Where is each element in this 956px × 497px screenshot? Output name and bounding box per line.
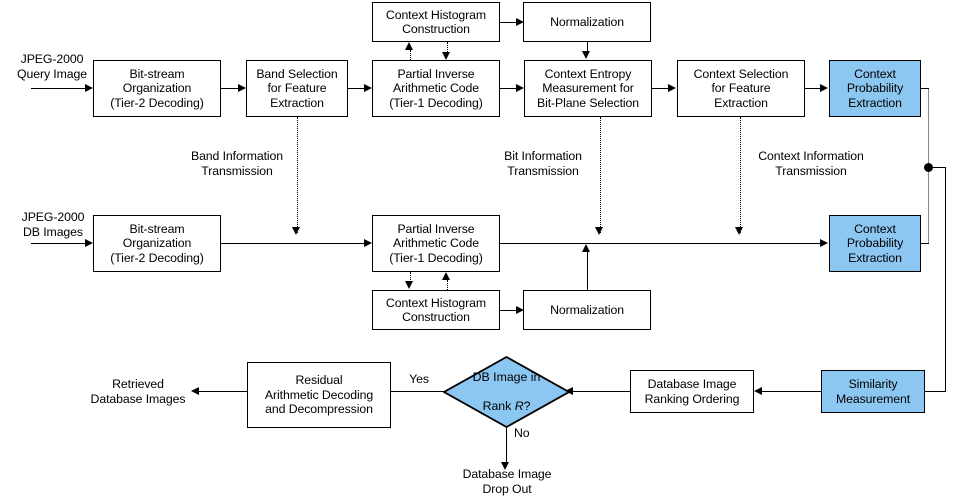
arrow-line-entropy-to-selection — [652, 88, 669, 89]
line-probability-top-to-bus — [921, 88, 929, 89]
arrow-line-residual-to-retrieved — [199, 391, 247, 392]
arrow-line-histogram-to-normalization-bottom — [500, 310, 517, 311]
output-label-retrieved-images: Retrieved Database Images — [90, 377, 186, 406]
dotted-line-partial-to-histogram-top — [410, 50, 411, 60]
line-probability-bottom-vertical — [928, 167, 929, 243]
arrowhead-normalization-to-dbline-bottom — [582, 244, 591, 252]
decision-label: DB Image in Rank R? — [443, 356, 570, 428]
arrow-line-histogram-to-normalization-top — [500, 22, 517, 23]
box-bitstream-organization-top: Bit-stream Organization (Tier-2 Decoding… — [93, 60, 221, 117]
label-no-branch: No — [514, 426, 530, 440]
arrow-line-query-input — [31, 88, 85, 89]
arrow-line-partial-to-entropy — [500, 88, 517, 89]
dotted-line-histogram-to-partial-bottom — [447, 280, 448, 290]
arrowhead-db-partial-to-probability — [820, 238, 828, 247]
arrowhead-normalization-to-entropy-top — [582, 51, 591, 59]
dotted-line-bit-information-transmission — [600, 117, 601, 233]
box-residual-arithmetic-decoding: Residual Arithmetic Decoding and Decompr… — [247, 362, 391, 428]
label-bit-information-transmission: Bit Information Transmission — [504, 149, 582, 178]
box-database-image-ranking: Database Image Ranking Ordering — [630, 370, 754, 413]
arrowhead-bitstream-to-band — [238, 83, 246, 92]
arrowhead-partial-to-histogram-bottom — [405, 281, 414, 289]
input-label-query-image: JPEG-2000 Query Image — [17, 52, 87, 81]
input-label-db-images: JPEG-2000 DB Images — [21, 210, 85, 239]
label-yes-branch: Yes — [409, 372, 429, 386]
box-band-selection: Band Selection for Feature Extraction — [246, 60, 348, 117]
diamond-shape-icon — [443, 356, 570, 428]
arrowhead-db-input — [85, 238, 93, 247]
arrowhead-histogram-to-normalization-top — [516, 17, 524, 26]
line-decision-no-down — [506, 428, 507, 464]
decision-line2-prefix: Rank — [482, 399, 515, 414]
line-probability-top-vertical — [928, 88, 929, 168]
line-right-rail-to-similarity — [905, 391, 946, 392]
arrowhead-band-to-partial — [364, 83, 372, 92]
decision-line1: DB Image in — [472, 370, 541, 385]
arrow-line-band-to-partial — [348, 88, 365, 89]
decision-db-image-in-rank: DB Image in Rank R? — [443, 356, 570, 428]
box-bitstream-organization-bottom: Bit-stream Organization (Tier-2 Decoding… — [93, 215, 221, 272]
arrowhead-partial-to-histogram-top — [405, 42, 414, 50]
box-context-probability-bottom: Context Probability Extraction — [829, 215, 921, 272]
arrowhead-ranking-to-decision — [565, 386, 573, 395]
arrow-line-ranking-to-decision — [573, 391, 630, 392]
arrowhead-context-information-transmission — [735, 227, 744, 235]
box-context-histogram-top: Context Histogram Construction — [372, 2, 500, 42]
label-band-information-transmission: Band Information Transmission — [190, 149, 284, 178]
decision-line2-var: R — [514, 399, 524, 414]
box-partial-inverse-bottom: Partial Inverse Arithmetic Code (Tier-1 … — [372, 215, 500, 272]
box-normalization-top: Normalization — [523, 2, 651, 42]
arrowhead-similarity-to-ranking — [754, 386, 762, 395]
line-bus-to-right-rail — [928, 167, 946, 168]
arrowhead-db-bitstream-to-partial — [364, 238, 372, 247]
dotted-line-partial-to-histogram-bottom — [410, 272, 411, 282]
dotted-line-histogram-to-partial-top — [447, 42, 448, 52]
arrow-line-decision-yes-to-residual — [391, 391, 444, 392]
arrow-line-db-input — [31, 243, 85, 244]
arrowhead-bit-information-transmission — [595, 227, 604, 235]
box-normalization-bottom: Normalization — [523, 290, 651, 330]
arrowhead-partial-to-entropy — [516, 83, 524, 92]
decision-line2-suffix: ? — [523, 399, 531, 414]
arrowhead-selection-to-probability — [820, 83, 828, 92]
label-context-information-transmission: Context Information Transmission — [758, 149, 864, 178]
line-probability-bottom-to-bus — [921, 243, 929, 244]
arrowhead-band-information-transmission — [292, 227, 301, 235]
dotted-line-band-information-transmission — [297, 117, 298, 233]
arrowhead-entropy-to-selection — [668, 83, 676, 92]
arrow-line-db-bitstream-to-partial — [221, 243, 364, 244]
box-partial-inverse-top: Partial Inverse Arithmetic Code (Tier-1 … — [372, 60, 500, 117]
arrow-line-selection-to-probability — [805, 88, 822, 89]
arrowhead-histogram-to-partial-top — [442, 52, 451, 60]
box-context-selection: Context Selection for Feature Extraction — [677, 60, 805, 117]
arrowhead-query-input — [85, 83, 93, 92]
arrow-line-bitstream-to-band — [221, 88, 239, 89]
arrowhead-residual-to-retrieved — [191, 386, 199, 395]
output-label-database-image-dropout: Database Image Drop Out — [462, 467, 552, 496]
arrowhead-histogram-to-normalization-bottom — [516, 305, 524, 314]
box-context-probability-top: Context Probability Extraction — [829, 60, 921, 117]
line-right-rail-down — [945, 167, 946, 391]
arrow-line-db-partial-to-probability — [500, 243, 822, 244]
arrowhead-histogram-to-partial-bottom — [442, 272, 451, 280]
box-similarity-measurement: Similarity Measurement — [821, 370, 925, 413]
line-normalization-to-dbline-bottom — [587, 252, 588, 290]
arrow-line-similarity-to-ranking — [762, 391, 821, 392]
arrowhead-decision-no-down — [501, 462, 510, 470]
box-context-histogram-bottom: Context Histogram Construction — [372, 290, 500, 330]
dotted-line-context-information-transmission — [740, 117, 741, 233]
box-context-entropy: Context Entropy Measurement for Bit-Plan… — [524, 60, 652, 117]
line-normalization-to-entropy-top — [587, 42, 588, 52]
